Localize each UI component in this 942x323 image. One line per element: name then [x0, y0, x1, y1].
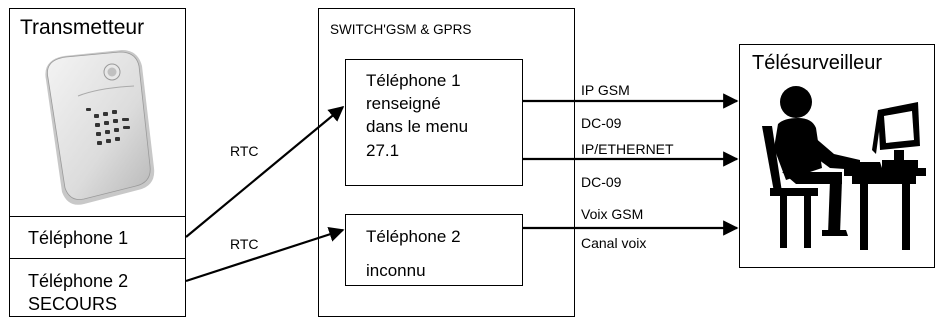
transmitter-phone2-label: Téléphone 2: [28, 271, 129, 291]
label-rtc-upper: RTC: [230, 143, 259, 159]
transmitter-device-image: [45, 50, 155, 205]
switch-phone1-line2: renseigné: [366, 94, 441, 113]
arrow-rtc-phone2: [185, 226, 345, 283]
switch-phone1-line1: Téléphone 1: [366, 71, 461, 90]
transmitter-phone2-box: [9, 258, 186, 317]
label-dc09-a: DC-09: [581, 115, 622, 131]
arrow-rtc-phone1: [185, 106, 345, 238]
transmitter-phone2-secours: SECOURS: [28, 294, 118, 314]
operator-at-desk-icon: [762, 86, 926, 250]
transmitter-phone1-label: Téléphone 1: [28, 228, 129, 248]
switch-phone2-line2: inconnu: [366, 261, 426, 280]
switch-phone1-line4: 27.1: [366, 141, 400, 160]
switch-phone2-line1: Téléphone 2: [366, 227, 461, 246]
label-canal-voix: Canal voix: [581, 235, 647, 251]
switch-phone1-line3: dans le menu: [366, 117, 469, 136]
transmitter-title: Transmetteur: [20, 16, 145, 39]
label-ip-gsm: IP GSM: [581, 82, 630, 98]
telesurveilleur-title: Télésurveilleur: [752, 52, 883, 74]
label-rtc-lower: RTC: [230, 236, 259, 252]
label-ip-ethernet: IP/ETHERNET: [581, 141, 674, 157]
switch-title: SWITCH'GSM & GPRS: [330, 22, 472, 37]
label-dc09-b: DC-09: [581, 174, 622, 190]
switch-phone1-box: [345, 59, 523, 186]
switch-phone2-box: [345, 214, 523, 286]
label-voix-gsm: Voix GSM: [581, 206, 644, 222]
